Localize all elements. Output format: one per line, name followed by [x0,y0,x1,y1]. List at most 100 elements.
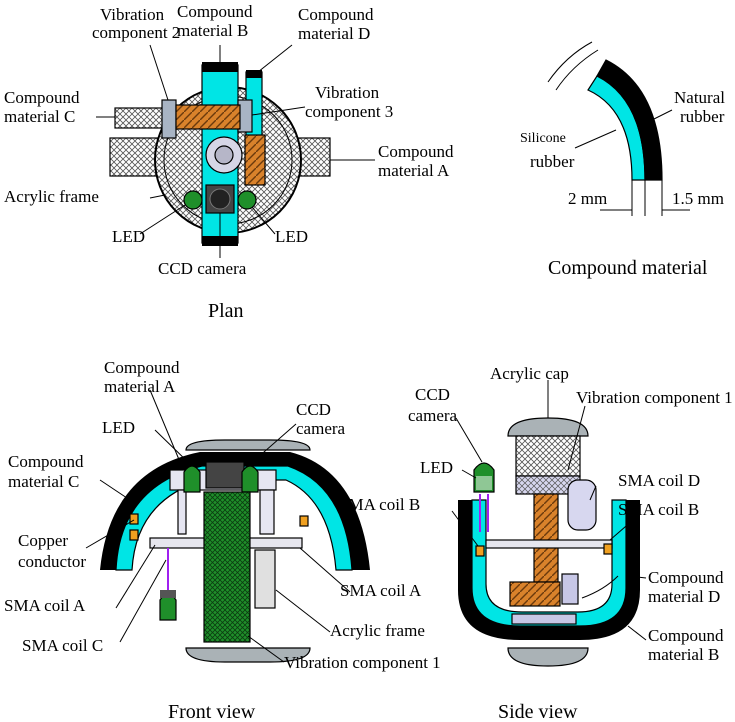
leader-side-sma-d [589,485,597,501]
leader-front-vib1 [247,635,285,663]
side-led-window [476,476,492,490]
label-front-camera-1: CCD [296,400,331,419]
front-vibration-component-1 [203,491,251,643]
side-top-cap [507,417,589,437]
label-dim-1: 2 mm [568,189,607,208]
leader-side-sma-b-right [609,513,641,541]
label-side-led: LED [420,458,453,477]
side-bottom-plate [511,613,577,625]
leader-plan-led-right [251,206,276,235]
label-silicone-1: Silicone [520,131,566,146]
compound-material-detail: Natural rubber Silicone rubber 2 mm 1.5 … [520,41,725,279]
side-vertical-coil [533,493,559,583]
detail-break-line-1 [547,41,593,83]
front-led-right [241,465,259,493]
caption-front: Front view [168,701,256,722]
label-front-matA-2: material A [104,377,176,396]
plan-view: Vibration component 2 Compound material … [4,2,454,322]
label-plan-vib2-1: Vibration [100,5,165,24]
front-ccd-camera [205,461,245,489]
label-front-camera-2: camera [296,419,346,438]
leader-side-led [461,469,477,479]
side-right-roller [567,479,597,531]
label-plan-matC-2: material C [4,107,75,126]
label-side-matB-2: material B [648,645,719,664]
label-plan-matC-1: Compound [4,88,80,107]
side-view: CCD camera Acrylic cap Vibration compone… [339,364,733,722]
label-plan-vib2-2: component 2 [92,23,180,42]
front-sma-a-right [299,515,309,527]
plan-horizontal-coil [175,104,241,130]
label-plan-vib3-2: component 3 [305,102,393,121]
detail-natural-rubber-layer [596,59,663,181]
leader-plan-matD [257,44,293,73]
leader-front-led [154,429,193,467]
front-frame-left [177,489,187,535]
label-dim-2: 1.5 mm [672,189,724,208]
front-led-left [183,465,201,493]
leader-plan-frame [149,194,166,199]
label-front-copper-2: conductor [18,552,86,571]
plan-vertical-coil [244,134,266,186]
caption-side: Side view [498,701,578,722]
front-sma-a-left [129,513,139,525]
plan-led-left [183,190,203,210]
side-cyan-shell [471,499,627,627]
label-silicone-2: rubber [530,152,575,171]
leader-plan-led-left [139,204,186,235]
label-front-sma-c: SMA coil C [22,636,103,655]
leader-side-sma-b-left [451,510,479,547]
plan-led-right [237,190,257,210]
leader-front-sma-c [119,559,167,643]
plan-camera-lens [209,188,231,210]
plan-material-b-top [202,62,238,72]
front-right-post [254,549,276,609]
label-plan-matA-2: material A [378,161,450,180]
side-lavender-block [561,573,579,605]
front-cyan-shell [115,465,353,571]
front-top-cap [185,439,311,451]
label-plan-led-left: LED [112,227,145,246]
label-side-sma-b-right: SMA coil B [618,500,699,519]
leader-plan-vib3 [251,106,306,116]
label-side-sma-b-left: SMA coil B [339,495,420,514]
label-plan-led-right: LED [275,227,308,246]
side-sma-b-left [475,545,485,557]
label-side-matD-2: material D [648,587,720,606]
label-front-matA-1: Compound [104,358,180,377]
label-side-matD-1: Compound [648,568,724,587]
plan-material-d-top [246,70,262,78]
label-side-camera-2: camera [408,406,458,425]
leader-side-vib1 [567,405,586,471]
plan-center-lens-inner [214,145,234,165]
side-horizontal-coil [509,581,561,607]
label-plan-frame: Acrylic frame [4,187,99,206]
label-front-led: LED [102,418,135,437]
label-side-camera-1: CCD [415,385,450,404]
label-front-copper-1: Copper [18,531,68,550]
label-front-vib1: Vibration component 1 [284,653,441,672]
front-view: Compound material A LED CCD camera Compo… [4,358,441,722]
label-plan-vib3-1: Vibration [315,83,380,102]
label-front-matC-2: material C [8,472,79,491]
leader-side-camera [455,417,483,463]
side-bottom-cap [507,647,589,667]
label-front-matC-1: Compound [8,452,84,471]
label-front-sma-a-left: SMA coil A [4,596,86,615]
label-plan-matA-1: Compound [378,142,454,161]
plan-vibration-component-2 [161,99,177,139]
leader-front-matA [149,389,181,463]
side-column-top [515,435,581,477]
leader-front-frame [275,589,331,633]
leader-side-matB [627,625,647,641]
leader-front-sma-a-right [299,547,351,593]
label-plan-camera: CCD camera [158,259,247,278]
label-plan-matD-2: material D [298,24,370,43]
label-front-frame: Acrylic frame [330,621,425,640]
detail-break-line-2 [555,49,599,91]
label-plan-matB-2: material B [177,21,248,40]
leader-side-matD [627,575,647,579]
caption-compound: Compound material [548,257,708,279]
leader-front-copper [85,519,135,549]
